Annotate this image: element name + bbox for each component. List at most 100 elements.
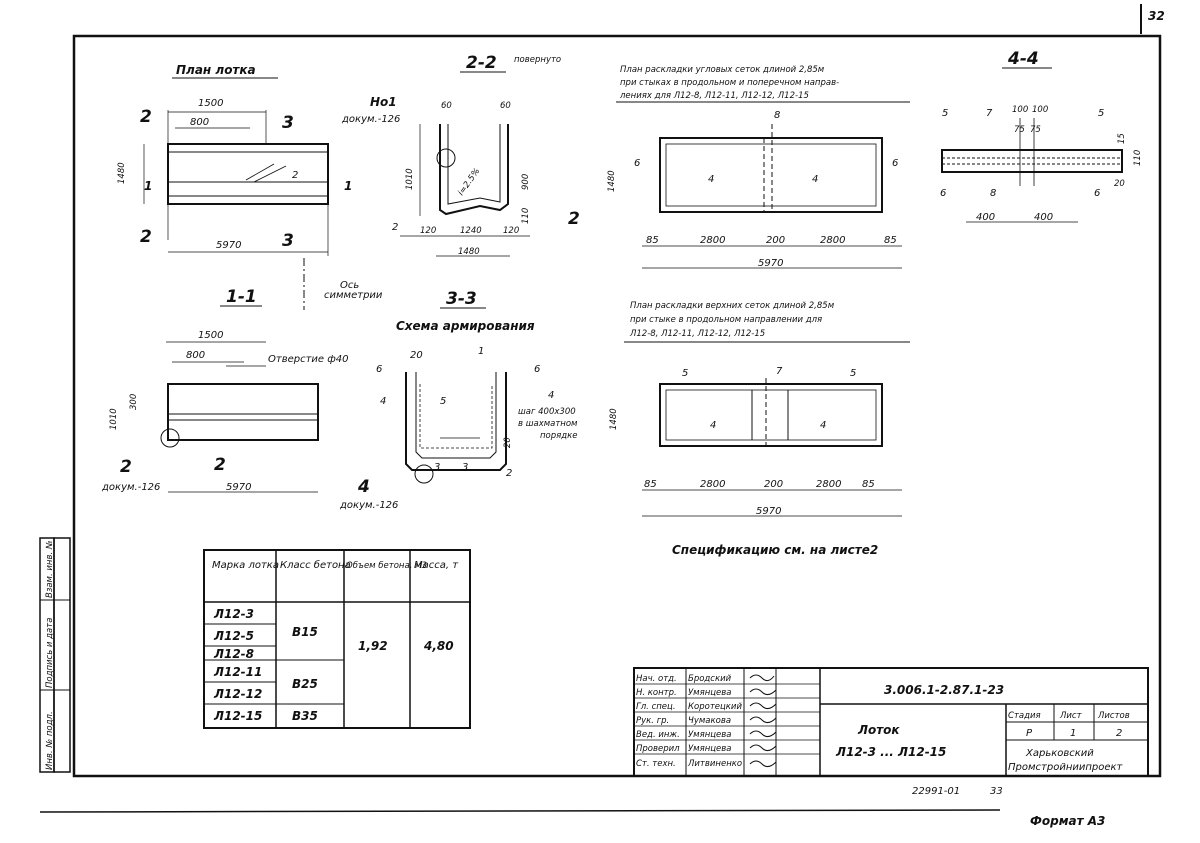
corner-mesh-dim-1480: 1480 [607, 170, 617, 192]
hole-label: Отверстие ф40 [268, 354, 349, 365]
section-2-2-dim-120a: 120 [420, 226, 436, 236]
section-2-2-dim-1240: 1240 [460, 226, 482, 236]
bottom-trim-line [39, 809, 1001, 813]
table-header-mass: Масса, т [414, 560, 459, 571]
side-stamp: Инв. № подл. Подпись и дата Взам. инв. № [39, 537, 71, 773]
top-mesh-dim-5970: 5970 [756, 506, 781, 517]
section-2-2-dim-900: 900 [521, 174, 531, 190]
corner-mesh-title-3: лениях для Л12-8, Л12-11, Л12-12, Л12-15 [619, 91, 809, 101]
side-stamp-field-1: Инв. № подл. [45, 711, 55, 770]
spec-note: Спецификацию см. на листе2 [672, 543, 878, 557]
section-1-1-dim-800: 800 [186, 350, 205, 361]
corner-mesh-dim-85b: 85 [884, 235, 897, 246]
top-mesh-mark-4b: 4 [820, 420, 826, 431]
tb-role-3: Гл. спец. [636, 702, 676, 712]
tb-sheets-header: Листов [1097, 711, 1130, 721]
section-2-2-dim-60b: 60 [500, 101, 511, 111]
section-4-4-dim-20: 20 [1114, 179, 1125, 189]
section-1-1-doc: докум.-126 [101, 482, 160, 493]
section-1-1-dim-1500: 1500 [198, 330, 223, 341]
section-3-3-step-2: в шахматном [518, 419, 578, 429]
tb-name-2: Умянцева [688, 688, 732, 698]
top-mesh-title-3: Л12-8, Л12-11, Л12-12, Л12-15 [629, 329, 765, 339]
table-header-class: Класс бетона [280, 559, 351, 571]
tb-org-2: Промстройниипроект [1008, 762, 1124, 773]
section-3-3-step-3: порядке [540, 431, 578, 441]
section-4-4-mark-7: 7 [986, 108, 993, 119]
corner-mesh-mark-4b: 4 [812, 174, 818, 185]
table-mass: 4,80 [423, 639, 454, 653]
tb-stage-header: Стадия [1008, 711, 1041, 721]
corner-mesh-layout: План раскладки угловых сеток длиной 2,85… [607, 65, 910, 269]
plan-dim-1480: 1480 [117, 162, 127, 184]
top-mesh-title-1: План раскладки верхних сеток длиной 2,85… [630, 301, 835, 311]
section-4-4-mark-5b: 5 [1098, 108, 1104, 119]
format-label: Формат А3 [1030, 814, 1105, 828]
section-2-2-title: 2-2 [466, 53, 497, 73]
section-1-1-dim-300: 300 [129, 394, 139, 410]
tb-org-1: Харьковский [1025, 748, 1094, 759]
section-4-4-dim-75a: 75 [1014, 125, 1025, 135]
section-4-4-mark-8: 8 [990, 188, 996, 199]
plan-title: План лотка [176, 63, 256, 77]
tb-sheet: 1 [1070, 728, 1076, 739]
section-3-3-mark-5: 5 [440, 396, 446, 407]
section-4-4-dim-110: 110 [1133, 150, 1143, 166]
section-3-3-mark-4b: 4 [548, 390, 554, 401]
section-2-2: 2-2 повернуто Но1 докум.-126 60 60 1010 … [341, 53, 580, 257]
corner-mesh-title-1: План раскладки угловых сеток длиной 2,85… [620, 65, 825, 75]
plan-dim-800: 800 [190, 117, 209, 128]
archive-page: 33 [990, 786, 1003, 797]
section-4-4-title: 4-4 [1007, 49, 1039, 69]
plan-view: План лотка 1500 800 1480 5970 2 2 3 3 1 … [117, 63, 352, 256]
section-2-2-mark-right: 2 [568, 209, 580, 229]
table-class-1: В15 [292, 625, 318, 639]
tb-sheet-header: Лист [1059, 711, 1083, 721]
corner-mesh-dim-200: 200 [766, 235, 785, 246]
page-number: 32 [1148, 9, 1165, 23]
node-label: Но1 [370, 95, 397, 109]
tb-name-7: Литвиненко [687, 759, 742, 769]
table-volume: 1,92 [358, 639, 388, 653]
tb-name-5: Умянцева [688, 730, 732, 740]
corner-mesh-mark-6b: 6 [892, 158, 898, 169]
tb-role-1: Нач. отд. [636, 674, 677, 684]
section-3-3-dim-20: 20 [410, 350, 423, 361]
corner-mesh-mark-8: 8 [774, 110, 780, 121]
section-4-4-dim-75b: 75 [1030, 125, 1041, 135]
section-3-3-mark-2: 2 [506, 468, 512, 479]
title-block: Нач. отд. Н. контр. Гл. спец. Рук. гр. В… [633, 667, 1149, 777]
archive-number: 22991-01 [912, 786, 960, 797]
section-3-3-mark-3a: 3 [434, 462, 440, 473]
section-2-2-subtitle: повернуто [514, 55, 561, 65]
section-1-1-title: 1-1 [226, 287, 257, 307]
tb-range: Л12-3 ... Л12-15 [835, 745, 946, 759]
spec-table: Марка лотка Класс бетона Объем бетона, м… [203, 549, 471, 729]
section-3-3-subtitle: Схема армирования [396, 319, 535, 333]
plan-cut-3-top: 3 [282, 113, 294, 133]
top-mesh-mark-7: 7 [776, 366, 783, 377]
plan-rebar-mark: 2 [292, 170, 298, 181]
tb-name-4: Чумакова [688, 716, 731, 726]
tb-name-6: Умянцева [688, 744, 732, 754]
tb-role-7: Ст. техн. [636, 759, 676, 769]
corner-mesh-mark-4a: 4 [708, 174, 714, 185]
section-3-3-title: 3-3 [446, 289, 477, 309]
top-mesh-dim-85a: 85 [644, 479, 657, 490]
table-mark-1: Л12-3 [213, 607, 254, 621]
top-mesh-mark-4a: 4 [710, 420, 716, 431]
table-mark-4: Л12-11 [213, 665, 262, 679]
section-4-4-mark-5a: 5 [942, 108, 948, 119]
section-1-1-dim-1010: 1010 [109, 408, 119, 430]
section-4-4-dim-400b: 400 [1034, 212, 1053, 223]
section-4-4: 4-4 5 7 100 100 5 75 75 15 110 20 6 8 6 … [940, 49, 1143, 223]
plan-cut-2-top: 2 [140, 107, 152, 127]
section-3-3-doc: докум.-126 [339, 500, 398, 511]
top-mesh-mark-5a: 5 [682, 368, 688, 379]
corner-mesh-dim-2800a: 2800 [700, 235, 725, 246]
section-2-2-dim-60a: 60 [441, 101, 452, 111]
tb-name-3: Коротецкий [688, 702, 742, 712]
top-mesh-mark-5b: 5 [850, 368, 856, 379]
section-4-4-mark-6a: 6 [940, 188, 946, 199]
